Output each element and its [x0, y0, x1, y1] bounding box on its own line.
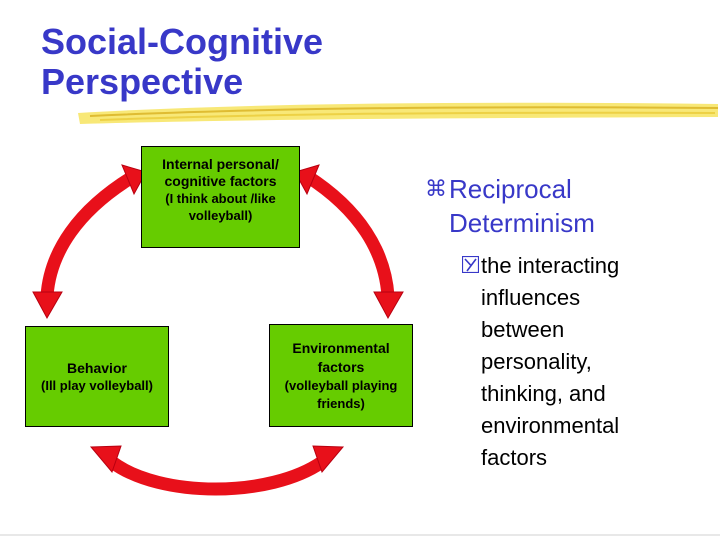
behavior-line-2: (Ill play volleyball): [41, 377, 153, 393]
bullet-list: ⌘ Reciprocal Determinism the interacting…: [425, 172, 715, 474]
sub-bullet-line-5: thinking, and: [481, 381, 606, 406]
behavior-box: Behavior (Ill play volleyball): [25, 326, 169, 427]
bullet-1-line-1: Reciprocal: [449, 174, 572, 204]
environmental-line-4: friends): [317, 395, 365, 411]
environmental-line-2: factors: [317, 358, 365, 375]
sub-bullet-line-7: factors: [481, 445, 548, 470]
y-checkbox-icon: [462, 256, 479, 273]
bullet-1-line-2: Determinism: [449, 208, 595, 238]
sub-bullet-line-4: personality,: [481, 349, 592, 374]
slide-title-line-2: Perspective: [41, 61, 244, 102]
internal-factors-line-2: cognitive factors: [164, 173, 277, 189]
slide-title: Social-Cognitive Perspective: [41, 22, 323, 102]
slide-title-line-1: Social-Cognitive: [41, 21, 324, 62]
internal-factors-line-4: volleyball): [188, 208, 253, 223]
internal-factors-line-3: (I think about /like: [165, 191, 276, 206]
sub-bullet-definition: the interacting influences between perso…: [462, 250, 715, 474]
sub-bullet-line-2: influences: [481, 285, 581, 310]
command-key-icon: ⌘: [425, 176, 447, 201]
sub-bullet-line-1: the interacting: [481, 253, 620, 278]
environmental-line-3: (volleyball playing: [284, 377, 398, 393]
bullet-reciprocal-determinism: ⌘ Reciprocal Determinism: [425, 172, 715, 240]
environmental-factors-box: Environmental factors (volleyball playin…: [269, 324, 413, 427]
internal-factors-line-1: Internal personal/: [162, 156, 279, 172]
environmental-line-1: Environmental: [292, 339, 390, 356]
internal-factors-box: Internal personal/ cognitive factors (I …: [141, 146, 300, 248]
behavior-line-1: Behavior: [67, 359, 127, 376]
sub-bullet-line-3: between: [481, 317, 565, 342]
sub-bullet-line-6: environmental: [481, 413, 620, 438]
slide-bottom-divider: [0, 534, 720, 536]
